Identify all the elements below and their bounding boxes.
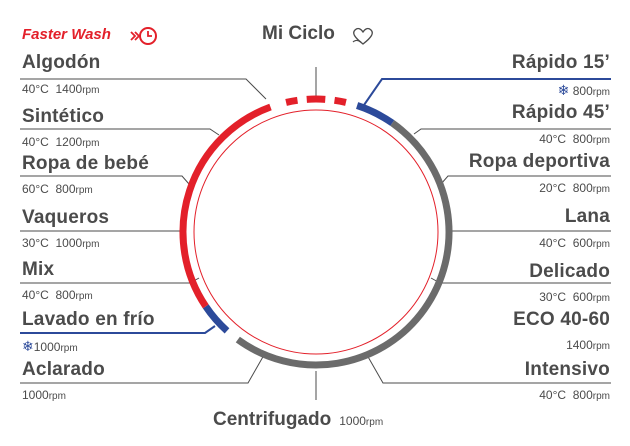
snowflake-icon: ❄ [557, 82, 570, 98]
dial-arc-cold-left [202, 304, 230, 334]
program-rapido-45[interactable]: Rápido 45’ [511, 102, 610, 123]
connector-rapido15 [363, 78, 611, 106]
spec-sintetico: 40°C 1200rpm [22, 135, 100, 149]
program-lavado-en-frio[interactable]: Lavado en frío [22, 309, 155, 330]
inner-ring [193, 109, 439, 355]
program-ropa-de-bebe[interactable]: Ropa de bebé [22, 153, 149, 174]
centrifugado-spec: 1000rpm [339, 414, 384, 428]
program-mi-ciclo[interactable]: Mi Ciclo [262, 23, 335, 45]
program-rapido-15[interactable]: Rápido 15’ [511, 52, 610, 73]
faster-wash-text: Faster Wash [22, 26, 111, 43]
program-lana[interactable]: Lana [564, 206, 610, 227]
connector-sintetico [20, 128, 220, 136]
spec-aclarado: 1000rpm [22, 388, 66, 402]
spec-eco-40-60: 1400rpm [566, 338, 610, 352]
program-mix[interactable]: Mix [22, 259, 55, 280]
spec-vaqueros: 30°C 1000rpm [22, 236, 100, 250]
snowflake-icon: ❄ [22, 338, 34, 354]
program-vaqueros[interactable]: Vaqueros [22, 207, 110, 228]
faster-wash-label: Faster Wash [22, 26, 111, 43]
dial-arc-hot [179, 103, 272, 309]
centrifugado-label: Centrifugado [213, 409, 332, 430]
connector-rapido45 [413, 128, 611, 135]
program-sintetico[interactable]: Sintético [22, 106, 105, 127]
spec-rapido-45: 40°C 800rpm [539, 132, 610, 146]
spec-algodon: 40°C 1400rpm [22, 82, 100, 96]
program-aclarado[interactable]: Aclarado [22, 359, 105, 380]
connector-algodon [20, 78, 267, 100]
spec-lavado-en-frio: ❄1000rpm [22, 338, 78, 354]
mi-ciclo-label: Mi Ciclo [262, 23, 335, 44]
spec-mix: 40°C 800rpm [22, 288, 93, 302]
heart-hand-icon [352, 27, 373, 45]
program-intensivo[interactable]: Intensivo [524, 359, 610, 380]
dial-arc-cold-top [355, 102, 395, 126]
spec-delicado: 30°C 600rpm [539, 290, 610, 304]
program-algodon[interactable]: Algodón [22, 52, 101, 73]
program-ropa-deportiva[interactable]: Ropa deportiva [468, 151, 610, 172]
faster-wash-clock-icon [130, 27, 157, 45]
connector-aclarado [20, 354, 265, 384]
connector-lavado-frio [20, 325, 216, 334]
connector-intensivo [366, 354, 611, 384]
spec-rapido-15: ❄ 800rpm [557, 82, 610, 98]
program-delicado[interactable]: Delicado [529, 261, 610, 282]
dial-arc-dash [333, 96, 347, 106]
spec-intensivo: 40°C 800rpm [539, 388, 610, 402]
connector-ropa-bebe [20, 175, 190, 185]
program-centrifugado[interactable]: Centrifugado 1000rpm [213, 409, 383, 431]
spec-ropa-de-bebe: 60°C 800rpm [22, 182, 93, 196]
dial-arc-dash [285, 96, 299, 106]
spec-lana: 40°C 600rpm [539, 236, 610, 250]
connector-ropa-deportiva [440, 175, 611, 185]
program-eco-40-60[interactable]: ECO 40-60 [513, 309, 610, 330]
dial-arc-main [235, 120, 453, 369]
spec-ropa-deportiva: 20°C 800rpm [539, 181, 610, 195]
